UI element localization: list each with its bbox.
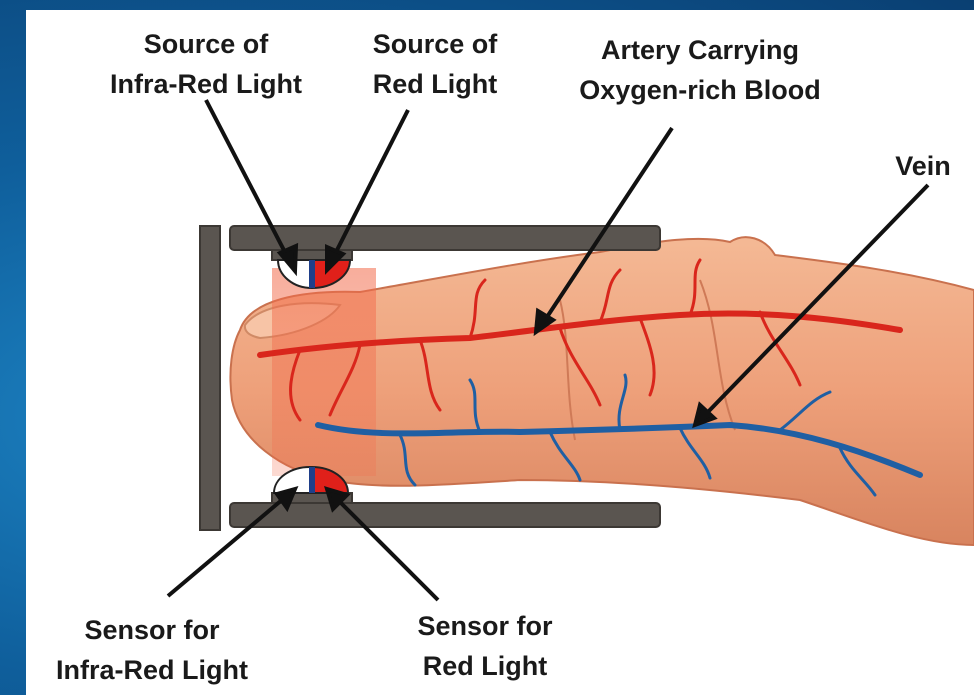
label-line: Sensor for — [42, 610, 262, 650]
clip-bottom-arm — [230, 503, 660, 527]
label-artery: Artery Carrying Oxygen-rich Blood — [560, 30, 840, 110]
label-line: Red Light — [350, 64, 520, 104]
label-line: Sensor for — [400, 606, 570, 646]
label-line: Oxygen-rich Blood — [560, 70, 840, 110]
label-line: Source of — [100, 24, 312, 64]
label-line: Infra-Red Light — [42, 650, 262, 690]
label-sensor-infra-red: Sensor for Infra-Red Light — [42, 610, 262, 690]
sensor-divider — [309, 467, 315, 493]
label-line: Infra-Red Light — [100, 64, 312, 104]
light-beam — [272, 268, 376, 476]
led-divider — [309, 260, 315, 288]
clip-back-bar — [200, 226, 220, 530]
label-line: Source of — [350, 24, 520, 64]
label-vein: Vein — [880, 146, 966, 186]
label-sensor-red: Sensor for Red Light — [400, 606, 570, 686]
label-line: Artery Carrying — [560, 30, 840, 70]
label-line: Vein — [880, 146, 966, 186]
label-source-red: Source of Red Light — [350, 24, 520, 104]
arrow-sensor-ir — [168, 499, 283, 596]
label-line: Red Light — [400, 646, 570, 686]
label-source-infra-red: Source of Infra-Red Light — [100, 24, 312, 104]
